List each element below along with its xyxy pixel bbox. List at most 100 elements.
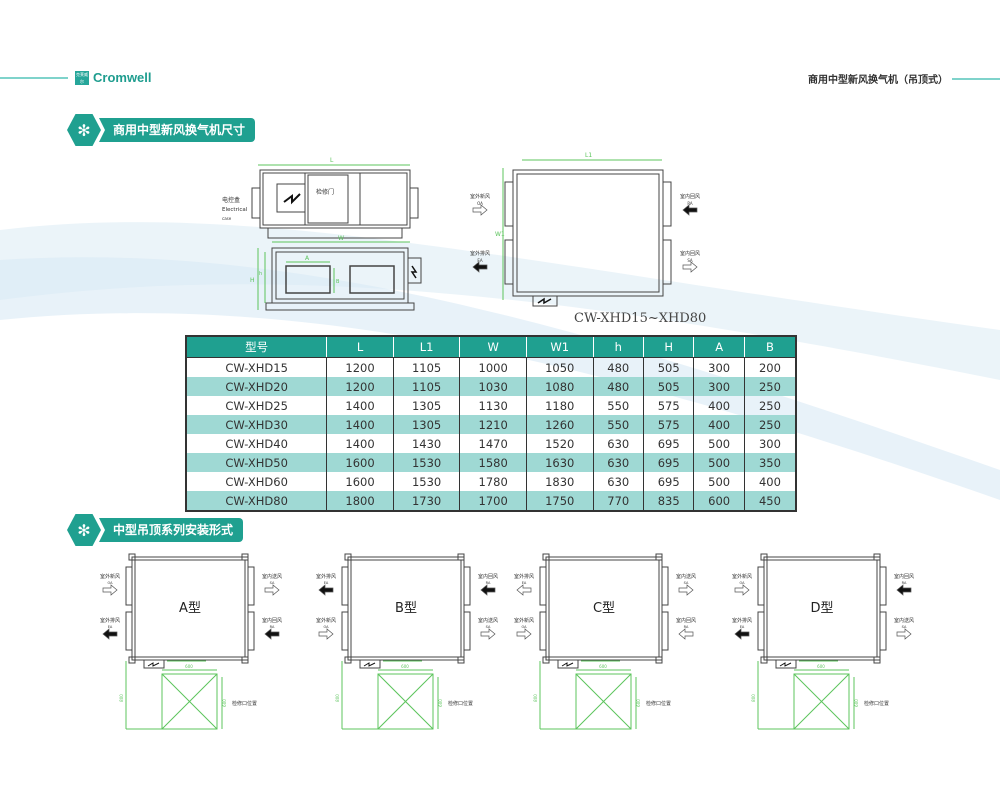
dimension-cell: 770 [592,491,644,511]
dim-width-label: 600 [401,664,409,669]
airflow-label: 室内送风 [262,573,282,580]
dim-side-label: 600 [222,699,227,707]
dimension-cell: 1600 [326,472,394,491]
duct-port [125,566,133,606]
dimension-cell: 630 [592,453,644,472]
column-header: L1 [392,335,461,358]
install-type-label: D型 [810,601,833,616]
dimension-cell: 1630 [525,453,594,472]
airflow-label: 室内送风 [894,617,914,624]
dimension-cell: 695 [642,434,694,453]
dimension-cell: 1200 [326,357,394,377]
column-header: W1 [525,335,594,358]
dimension-cell: 1520 [525,434,594,453]
model-cell: CW-XHD60 [185,472,327,491]
duct-port [463,611,471,651]
hanger-bracket [655,656,663,664]
airflow-label: 室内回风 [478,573,498,580]
dimension-cell: 1470 [459,434,527,453]
dim-W-label: W [338,235,344,242]
airflow-label: 室外排风 [100,617,120,624]
airflow-code: SA [486,625,491,629]
column-header: h [592,335,644,358]
hanger-bracket [542,656,550,664]
arrow-right-icon [516,628,532,640]
airflow-label: 室外排风 [732,617,752,624]
dimension-cell: 1700 [459,491,527,511]
column-header: W [459,335,527,358]
dimension-cell: 630 [592,434,644,453]
dimension-cell: 1600 [326,453,394,472]
airflow-code: OA [477,201,483,206]
dimension-cell: 300 [743,434,796,453]
electrical-box-label: 电控盒 [222,196,240,204]
arrow-left-icon [734,628,750,640]
airflow-code: EA [740,625,745,629]
hanger-bracket [542,553,550,561]
dimension-cell: 480 [592,357,644,377]
arrow-right-icon [480,628,496,640]
dimension-cell: 550 [592,396,644,415]
duct-port [463,566,471,606]
airflow-label: 室外新风 [732,573,752,580]
column-header: H [642,335,695,358]
access-door-label: 检修门 [316,188,334,196]
dim-depth-label: 800 [335,694,340,702]
hanger-bracket [873,553,881,561]
airflow-label: 室内回风 [262,617,282,624]
dimension-cell: 250 [743,396,796,415]
dim-h-label: h [259,271,262,277]
lightning-icon [147,662,160,667]
dimension-cell: 300 [693,377,745,396]
arrow-left-icon [102,628,118,640]
dimension-cell: 400 [693,396,745,415]
model-cell: CW-XHD80 [185,491,327,511]
airflow-label: 室外新风 [100,573,120,580]
arrow-left-icon [896,584,912,596]
electrical-box [143,659,165,669]
airflow-code: EA [477,258,483,263]
dimension-cell: 1210 [459,415,527,434]
airflow-label: 室外排风 [316,573,336,580]
airflow-code: EA [324,581,329,585]
dim-width-label: 600 [185,664,193,669]
arrow-right-icon [896,628,912,640]
dimension-cell: 575 [642,396,694,415]
model-cell: CW-XHD25 [185,396,327,415]
dimension-cell: 600 [693,491,745,511]
dim-B-label: B [336,279,340,285]
dimension-cell: 1130 [459,396,527,415]
dim-depth-label: 800 [533,694,538,702]
airflow-code: OA [739,581,745,585]
model-cell: CW-XHD50 [185,453,327,472]
model-cell: CW-XHD20 [185,377,327,396]
dimension-cell: 500 [693,472,745,491]
model-cell: CW-XHD15 [185,357,327,377]
model-cell: CW-XHD30 [185,415,327,434]
hanger-bracket [128,553,136,561]
dimension-cell: 1305 [392,396,460,415]
duct-port [539,566,547,606]
dimension-cell: 250 [743,377,796,396]
airflow-label: 室外新风 [514,617,534,624]
hanger-bracket [344,553,352,561]
dimension-cell: 500 [693,434,745,453]
dimension-cell: 695 [642,453,694,472]
airflow-label: 室内回风 [894,573,914,580]
arrow-left-icon [682,204,698,216]
section-title: 中型吊顶系列安装形式 [99,518,244,542]
airflow-label: 室外新风 [470,193,490,200]
airflow-code: RA [486,581,491,585]
dimension-cell: 575 [642,415,694,434]
airflow-label: 室内回风 [680,250,700,257]
airflow-label: 室外排风 [470,250,490,257]
dimension-cell: 1260 [525,415,594,434]
airflow-code: OA [521,625,527,629]
